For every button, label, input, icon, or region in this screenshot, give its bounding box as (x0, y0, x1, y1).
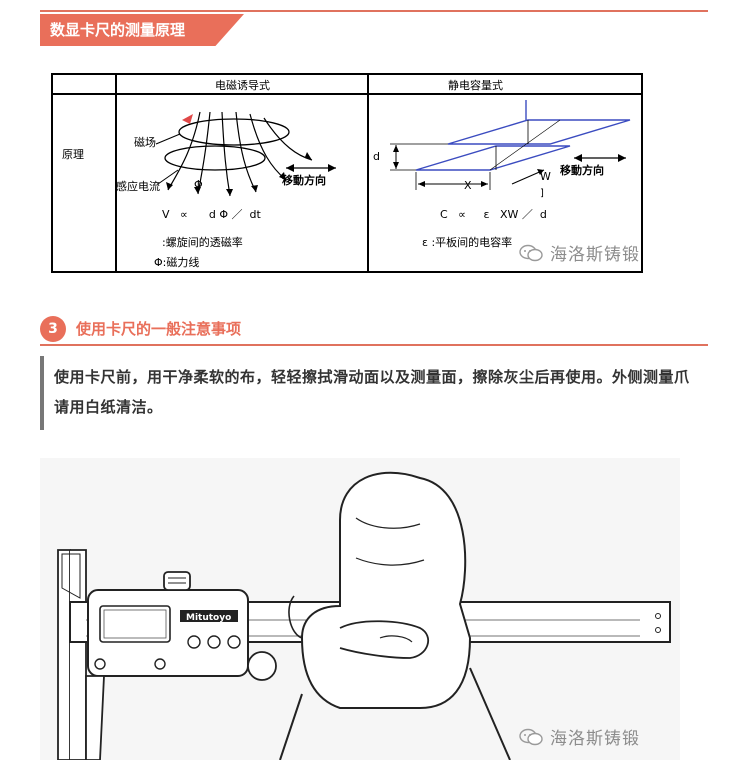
principle-table: 电磁诱导式 静电容量式 原理 磁场 感应电流 Φ (50, 72, 644, 274)
label-move-direction-es: 移動方向 (560, 163, 604, 177)
precautions-paragraph: 使用卡尺前，用干净柔软的布，轻轻擦拭滑动面以及测量面，擦除灰尘后再使用。外侧测量… (54, 368, 690, 416)
note-magnetic-flux: Φ:磁力线 (154, 255, 199, 269)
section-number-badge: 3 (40, 316, 66, 342)
watermark-text: 海洛斯铸锻 (550, 245, 640, 265)
watermark-top: 海洛斯铸锻 (518, 240, 640, 268)
wechat-icon (518, 243, 544, 268)
formula-es: C ∝ ε XW ／ d (440, 208, 547, 221)
section-title-precautions: 使用卡尺的一般注意事项 (76, 320, 242, 338)
wechat-icon (518, 727, 544, 752)
label-induced-current: 感应电流 (116, 179, 160, 193)
label-phi: Φ (194, 178, 203, 191)
row-label-principle: 原理 (62, 148, 84, 161)
watermark-bottom: 海洛斯铸锻 (518, 724, 640, 752)
electrostatic-diagram: d X W ] 移動方向 C ∝ ε XW ／ d ε :平板间的电容率 (373, 100, 631, 249)
watermark-text: 海洛斯铸锻 (550, 729, 640, 749)
caliper-illustration: Mitutoyo (40, 458, 680, 761)
electromagnetic-diagram: 磁场 感应电流 Φ 移動方向 V ∝ d Φ ／ dt :螺旋间的透磁率 Φ:磁… (116, 111, 336, 269)
top-divider (40, 10, 708, 12)
section2-divider (40, 344, 708, 346)
label-move-direction-em: 移動方向 (282, 173, 326, 187)
label-bracket: ] (540, 188, 544, 199)
label-magnetic-field: 磁场 (134, 135, 156, 149)
brand-label: Mitutoyo (186, 613, 231, 623)
formula-em: V ∝ d Φ ／ dt (162, 208, 261, 221)
section-title-measurement-principle: 数显卡尺的测量原理 (40, 14, 244, 46)
label-x: X (464, 179, 472, 192)
quote-bar (40, 356, 44, 430)
note-permittivity: ε :平板间的电容率 (422, 235, 512, 249)
header-electromagnetic: 电磁诱导式 (215, 79, 270, 92)
label-w: W (540, 170, 551, 183)
header-electrostatic: 静电容量式 (448, 78, 503, 92)
note-permeability: :螺旋间的透磁率 (162, 235, 243, 249)
label-d: d (373, 150, 380, 163)
